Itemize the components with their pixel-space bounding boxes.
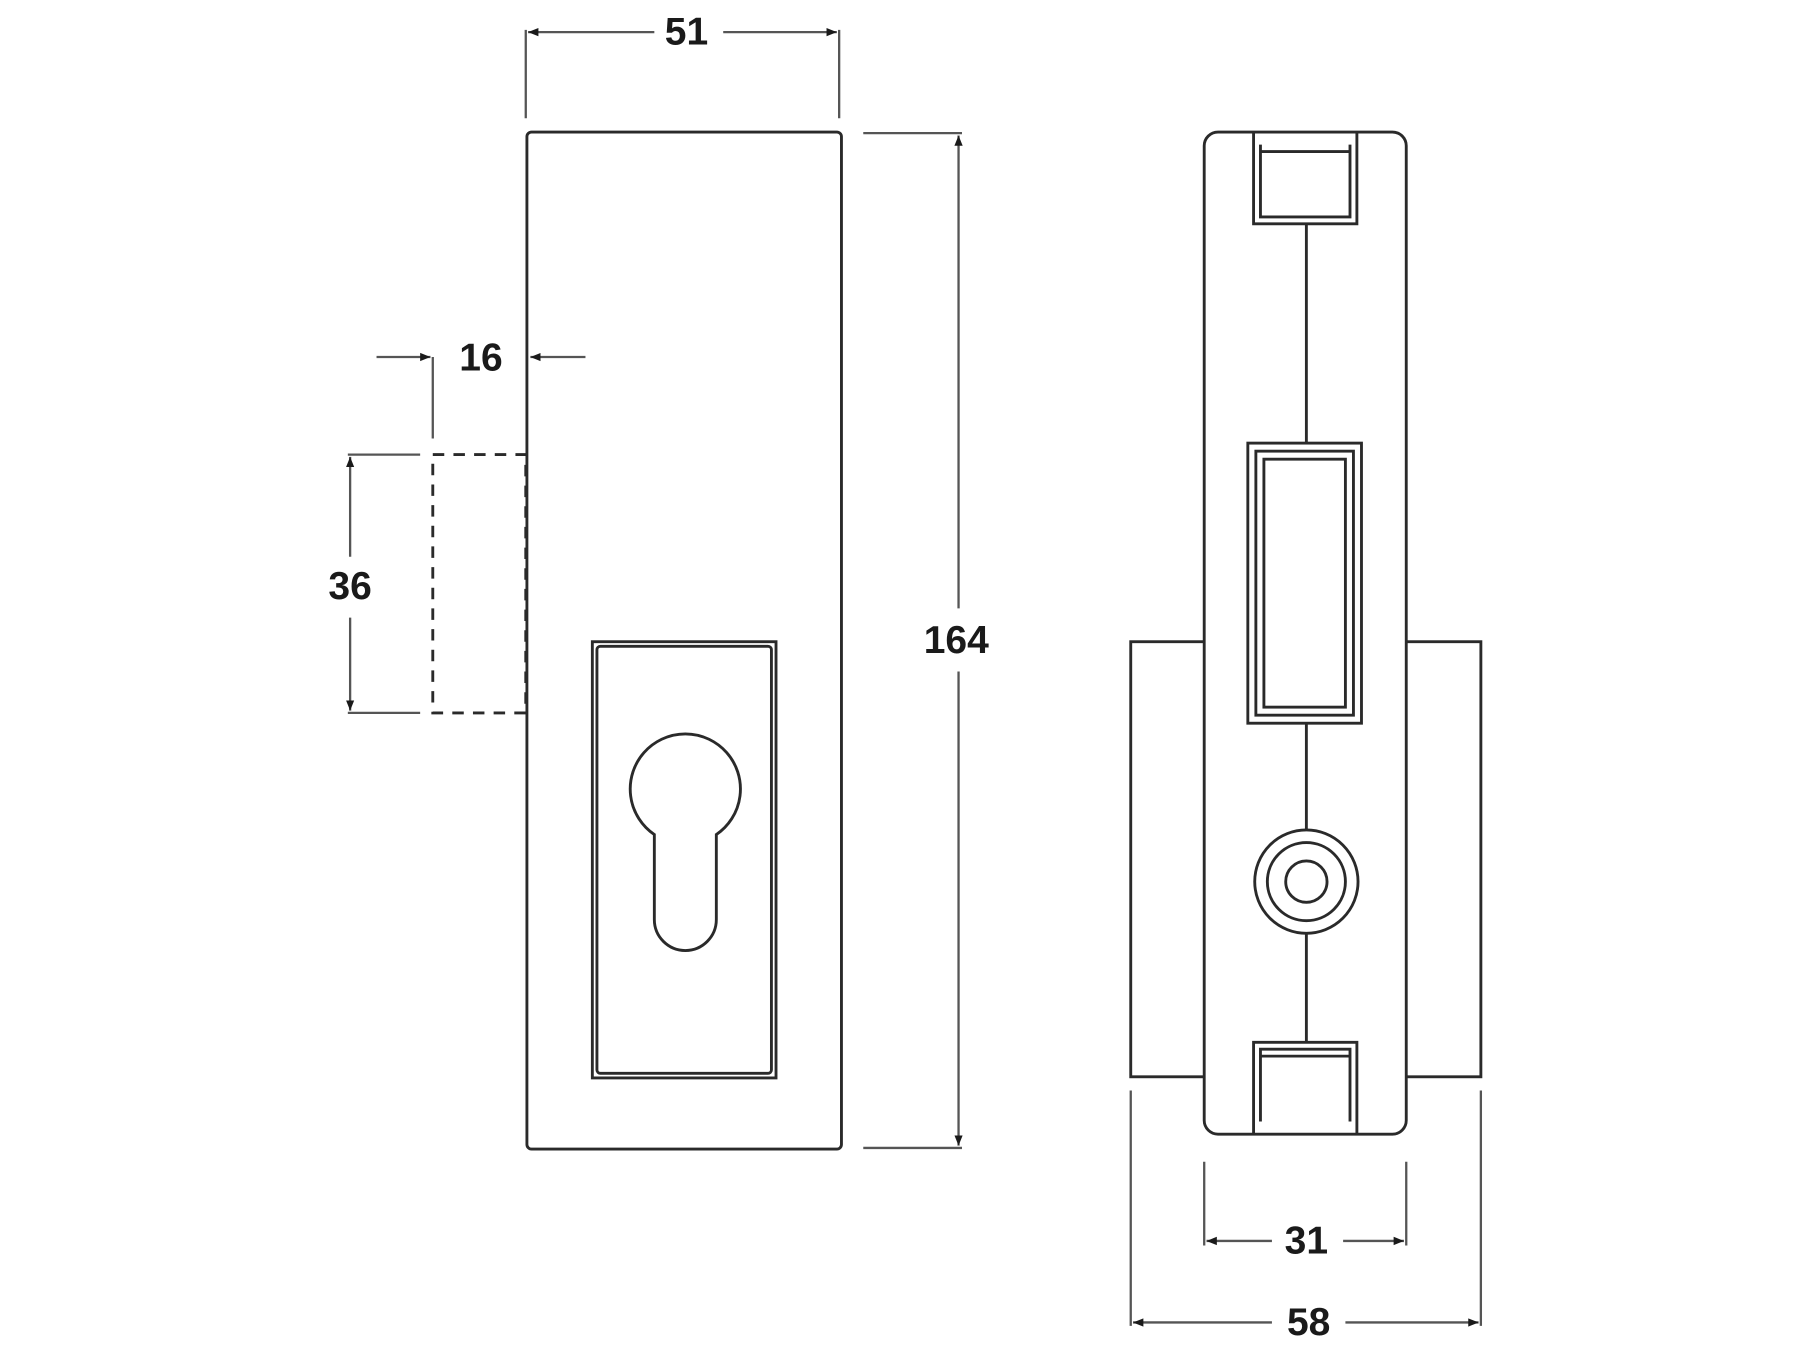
dimension-height-36: 36 [328, 453, 421, 715]
dimension-width-51: 51 [524, 11, 841, 119]
dimension-width-58: 58 [1129, 1090, 1483, 1344]
recess-outer [590, 640, 778, 1080]
keyhole-icon [628, 732, 742, 952]
hidden-cylinder-outline [431, 453, 528, 715]
recess-inner [595, 644, 773, 1075]
dimension-offset-16: 16 [376, 337, 586, 439]
side-view [1129, 130, 1483, 1136]
cylinder-ring-icon [1253, 828, 1360, 935]
dimension-label: 31 [1285, 1219, 1328, 1262]
dimension-label: 36 [328, 565, 371, 608]
dimension-height-164: 164 [863, 132, 989, 1150]
dimension-label: 58 [1287, 1301, 1330, 1344]
dimension-label: 51 [665, 11, 708, 54]
latch-housing [1246, 441, 1363, 725]
dimension-width-31: 31 [1203, 1161, 1408, 1262]
front-view [431, 130, 843, 1151]
dimension-label: 164 [924, 619, 989, 662]
dimension-label: 16 [459, 337, 502, 380]
